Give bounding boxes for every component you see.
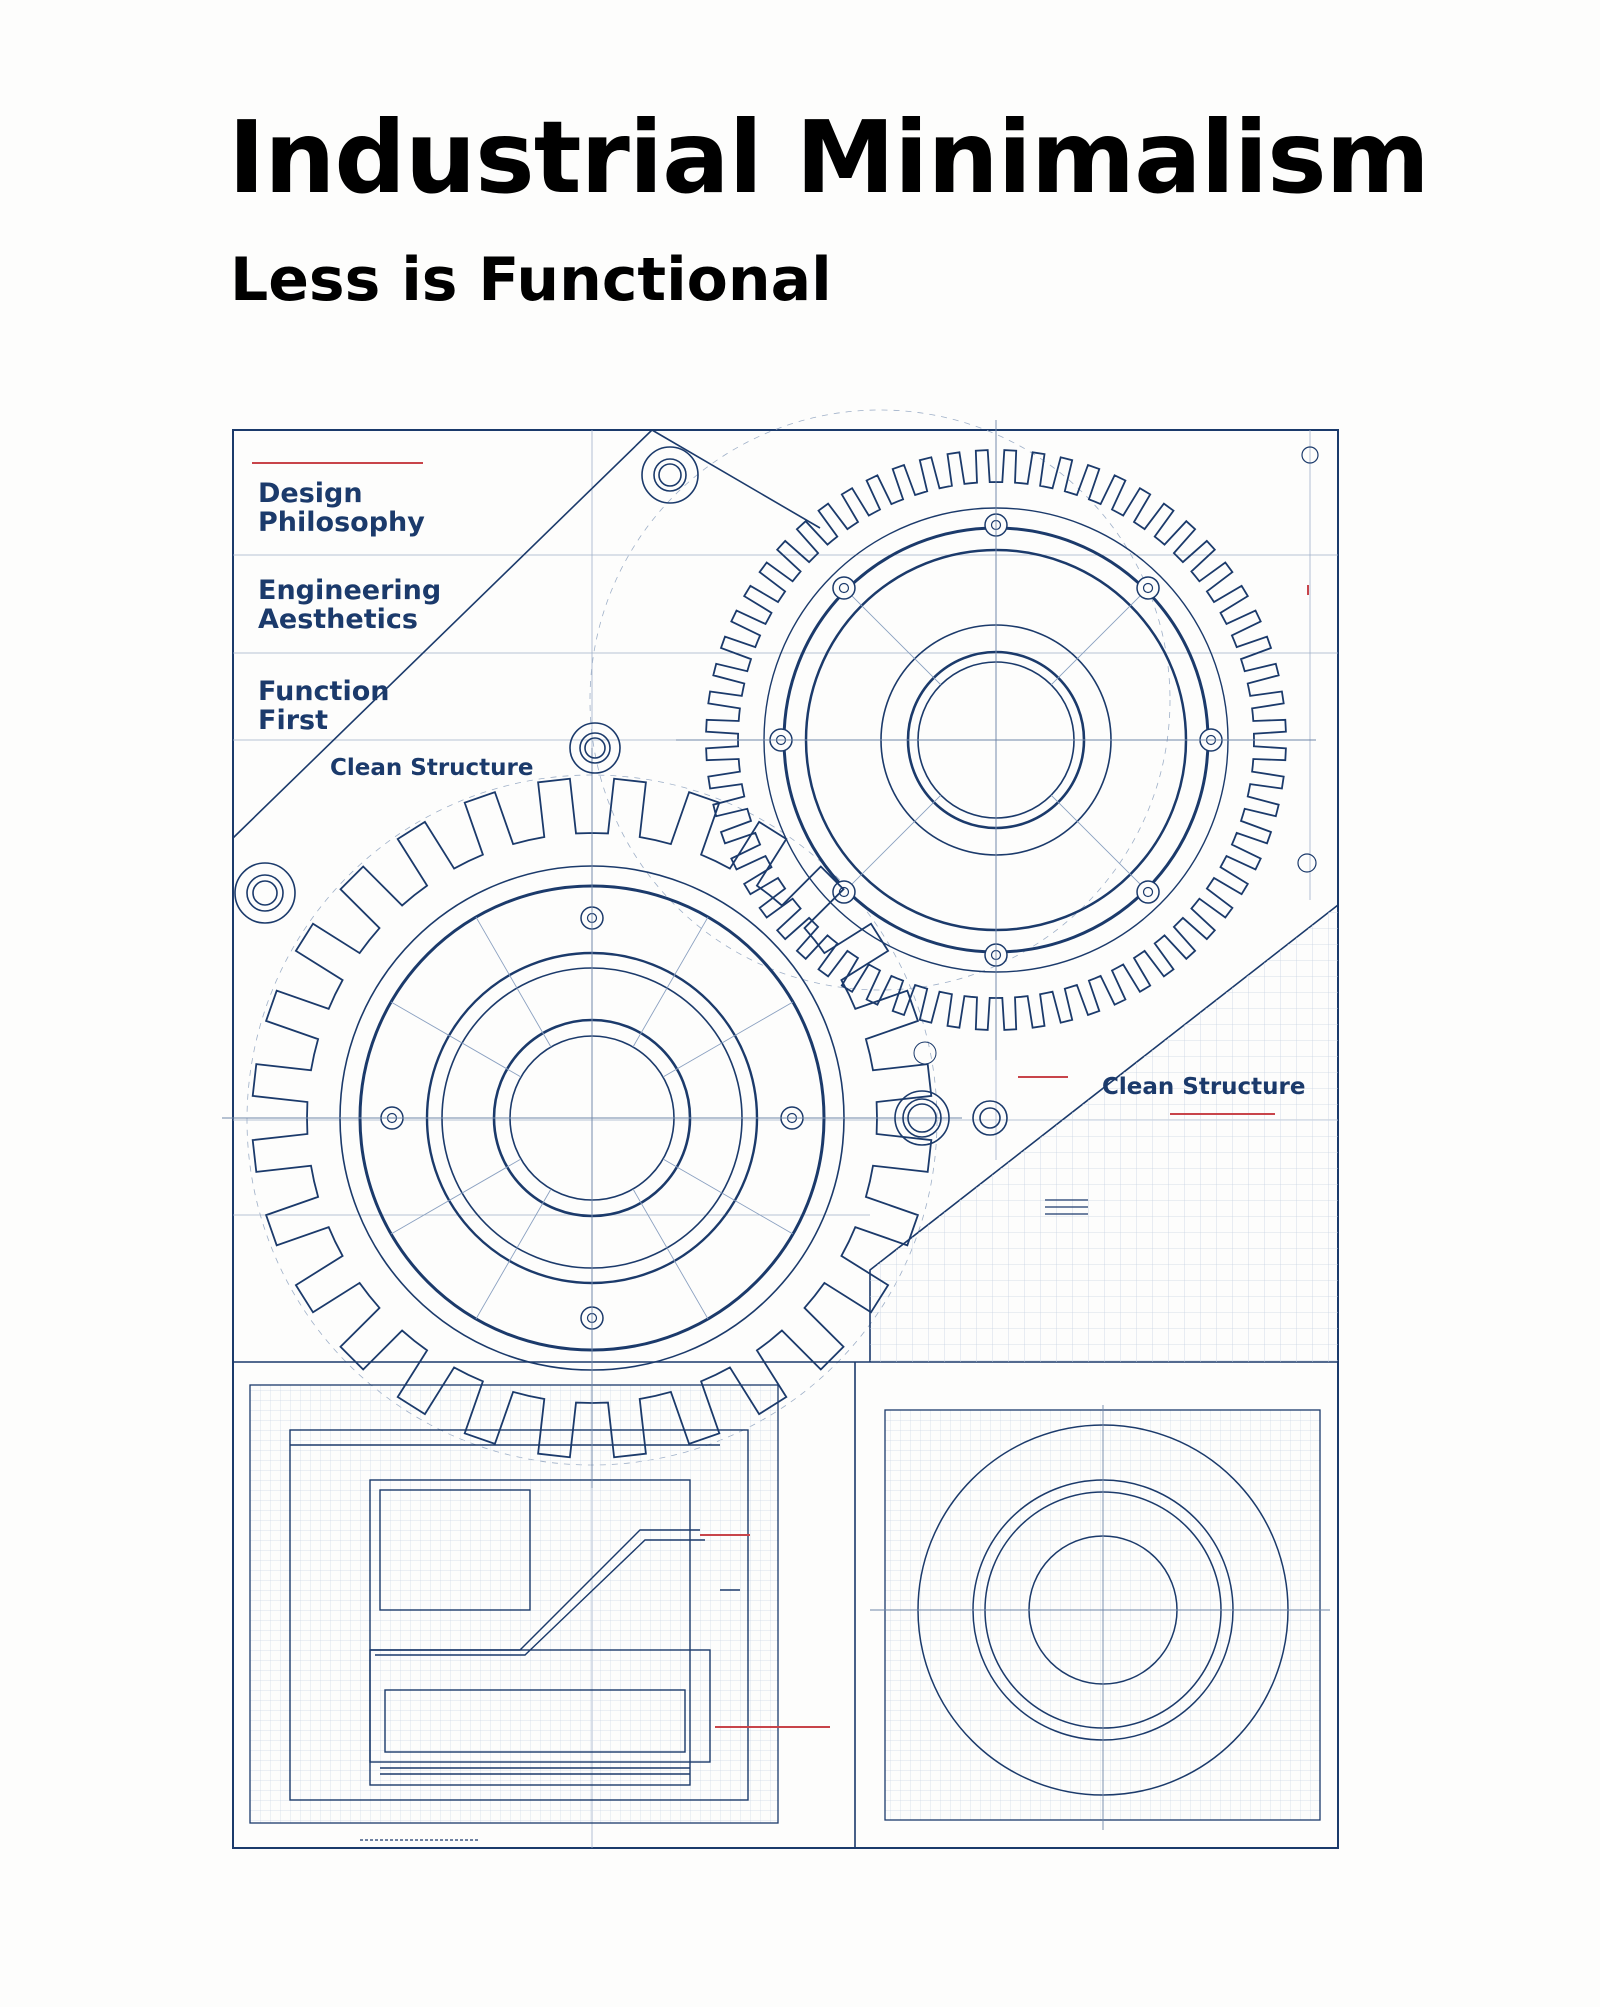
diagram-labels: Design Philosophy Engineering Aesthetics… [258,478,1306,1100]
gear-spoke [845,589,942,686]
washer-center-a [894,1090,950,1146]
bottom-left-panel [249,1384,830,1824]
washer-center-b [972,1100,1008,1136]
gear-bolt-hole [838,582,850,594]
gear-bolt [1136,880,1160,904]
gear-bolt-hole [1142,886,1154,898]
bottom-right-panel [870,1405,1330,1830]
gear-bolt [832,880,856,904]
label-function-first-1: Function [258,676,389,707]
gear-spoke [475,1188,552,1320]
washer-left [234,862,296,924]
gear-large-left [222,748,962,1488]
gear-spoke [1050,794,1147,891]
red-accent-marks [252,462,1309,1115]
bolt-washers [234,446,1319,1146]
label-clean-structure-left: Clean Structure [330,755,534,781]
gear-bolt [832,576,856,600]
label-engineering-aesthetics-1: Engineering [258,575,441,606]
washer-top [641,446,699,504]
gear-large-top [676,420,1316,1060]
gear-spoke [632,916,709,1048]
page-subtitle: Less is Functional [230,245,832,315]
page-title: Industrial Minimalism [228,99,1430,216]
gear-spoke [390,1001,522,1078]
gear-spoke [390,1158,522,1235]
label-design-philosophy-1: Design [258,478,363,509]
gear-spoke [845,794,942,891]
gear-bolt-hole [1142,582,1154,594]
gear-spoke [662,1001,794,1078]
gear-bolt [1136,576,1160,600]
gear-spoke [632,1188,709,1320]
label-function-first-2: First [258,705,328,736]
washer-mid [569,722,621,774]
gear-spoke [1050,589,1147,686]
label-design-philosophy-2: Philosophy [258,507,425,538]
label-clean-structure-right: Clean Structure [1102,1074,1306,1100]
gear-spoke [475,916,552,1048]
gear-spoke [662,1158,794,1235]
label-engineering-aesthetics-2: Aesthetics [258,604,418,635]
